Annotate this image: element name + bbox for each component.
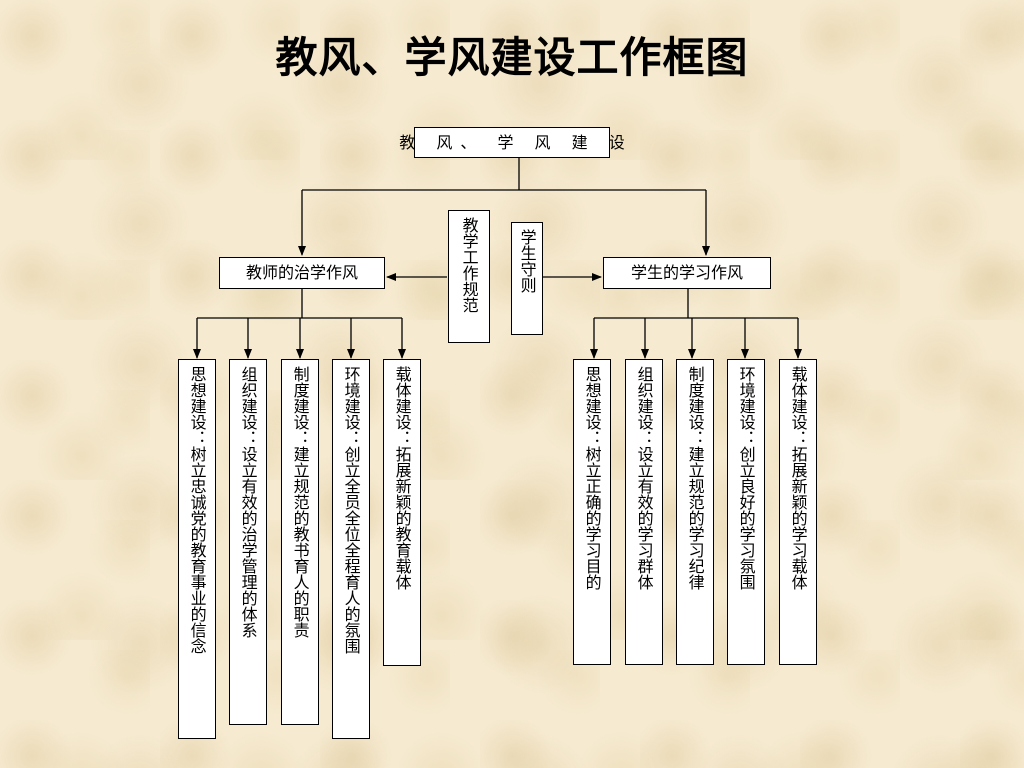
student-rules-box: 学生守则 (511, 222, 543, 335)
student-item-carrier: 载体建设：拓展新颖的学习载体 (779, 359, 817, 665)
root-box: 教 风、 学 风 建 设 (399, 127, 625, 158)
student-item-system: 制度建设：建立规范的学习纪律 (676, 359, 714, 665)
teacher-item-carrier: 载体建设：拓展新颖的教育载体 (383, 359, 421, 666)
page-title: 教风、学风建设工作框图 (275, 33, 749, 82)
student-style-box: 学生的学习作风 (603, 257, 771, 289)
student-item-ideology: 思想建设：树立正确的学习目的 (573, 359, 611, 665)
teacher-style-box: 教师的治学作风 (219, 257, 385, 289)
teacher-item-organization: 组织建设：设立有效的治学管理的体系 (229, 359, 267, 725)
teacher-item-ideology: 思想建设：树立忠诚党的教育事业的信念 (178, 359, 216, 739)
teaching-norms-box: 教学工作规范 (448, 210, 490, 343)
student-item-environment: 环境建设：创立良好的学习氛围 (727, 359, 765, 665)
teacher-item-environment: 环境建设：创立全员全位全程育人的氛围 (332, 359, 370, 739)
student-item-organization: 组织建设：设立有效的学习群体 (625, 359, 663, 665)
teacher-item-system: 制度建设：建立规范的教书育人的职责 (281, 359, 319, 725)
